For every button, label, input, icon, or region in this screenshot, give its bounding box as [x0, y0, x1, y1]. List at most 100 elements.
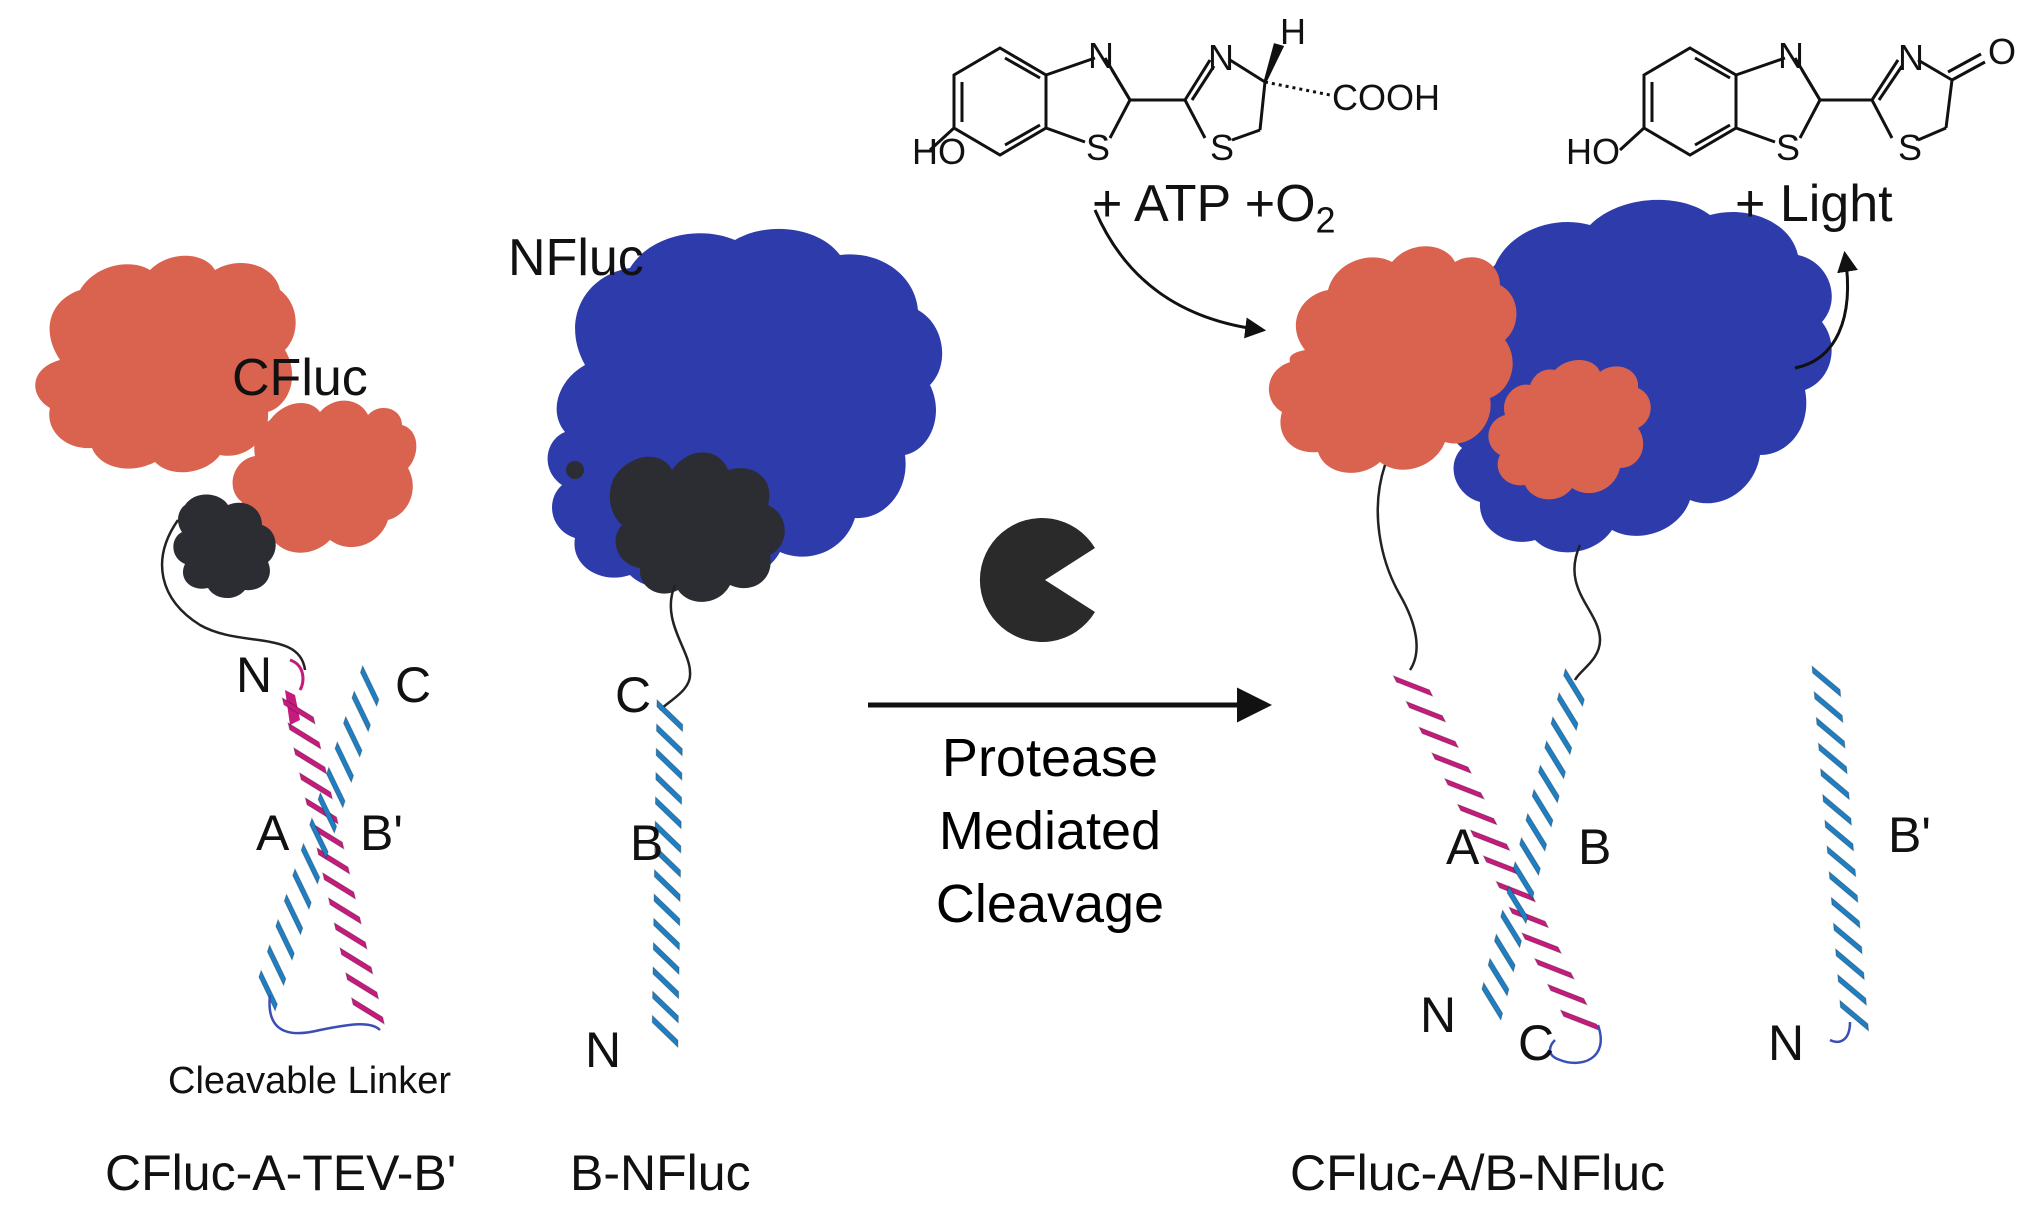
caption-middle: B-NFluc	[570, 1145, 751, 1201]
helix-b-right-turn	[1525, 812, 1548, 853]
cleavage-arrow-text: Protease Mediated Cleavage	[900, 722, 1200, 941]
helix-b-right-turn	[1506, 884, 1529, 925]
right-helix-b-label: B	[1578, 819, 1612, 875]
substrate-arrow	[1093, 209, 1267, 339]
helix-a-left-turn	[327, 896, 362, 925]
free-helix-bprime-label: B'	[1888, 807, 1931, 863]
helix-bprime-free-turn	[1832, 922, 1863, 955]
helix-a-right-turn	[1443, 777, 1486, 800]
helix-bprime-free-turn	[1822, 793, 1852, 827]
helix-b-right-turn	[1563, 667, 1585, 708]
helix-a-left-turn	[281, 696, 316, 725]
substrate-s1: S	[1086, 127, 1111, 168]
helix-a-left-turn	[287, 721, 322, 750]
product-o: O	[1988, 31, 2017, 72]
helix-bprime-left-turn	[292, 867, 312, 911]
helix-b-middle-turn	[653, 868, 681, 903]
helix-b-middle-turn	[655, 747, 683, 782]
helix-bprime-left-turn	[309, 816, 329, 860]
helix-b-middle-turn	[652, 941, 680, 976]
arrow-line-1: Protease	[941, 728, 1159, 788]
helix-b-middle-turn	[653, 917, 680, 952]
helix-bprime-left-turn	[359, 664, 380, 708]
helix-b-middle-turn	[654, 844, 682, 879]
product-n1: N	[1778, 35, 1804, 76]
helix-bprime-left	[258, 664, 380, 1013]
helix-a-left-turn	[339, 946, 374, 975]
helix-a-right-turn	[1430, 752, 1473, 775]
helix-a-right-turn	[1456, 803, 1498, 826]
helix-bprime-left-turn	[351, 689, 371, 733]
helix-bprime-free	[1811, 664, 1870, 1033]
helix-b-right-turn	[1556, 691, 1579, 732]
helix-a-left-turn	[316, 846, 351, 875]
substrate-s2: S	[1210, 127, 1235, 168]
left-n-terminus-label: N	[236, 647, 273, 703]
oxyluciferin-structure-icon	[1618, 46, 1986, 157]
middle-helix-b-label: B	[630, 815, 664, 871]
helix-b-middle	[651, 698, 684, 1049]
cfluc-right-protein	[1268, 246, 1651, 500]
helix-b-middle-turn	[654, 820, 682, 855]
left-helix-a-label: A	[256, 805, 290, 861]
right-n-terminus-label: N	[1420, 987, 1457, 1043]
helix-bprime-free-turn	[1817, 742, 1848, 775]
helix-b-right-turn	[1519, 836, 1541, 877]
luciferin-structure-icon	[928, 43, 1331, 157]
helix-a-right-turn	[1392, 674, 1434, 698]
product-s2: S	[1898, 127, 1923, 168]
pac-man-protease-icon	[979, 518, 1095, 643]
helix-bprime-left-turn	[258, 969, 278, 1013]
helix-bprime-free-turn	[1839, 999, 1870, 1033]
helix-b-middle-turn	[656, 722, 683, 757]
helix-b-right-turn	[1493, 933, 1516, 974]
helix-b-middle-turn	[652, 990, 679, 1025]
helix-bprime-free-turn	[1811, 664, 1842, 698]
product-s1: S	[1776, 127, 1801, 168]
cleavable-linker-label: Cleavable Linker	[168, 1060, 452, 1102]
helix-a-right-turn	[1559, 1009, 1601, 1032]
cfluc-label: CFluc	[232, 349, 368, 407]
helix-b-right-turn	[1550, 715, 1573, 756]
products-label: + Light	[1735, 175, 1893, 233]
helix-a-right-turn	[1546, 983, 1588, 1006]
nfluc-label: NFluc	[508, 229, 644, 287]
helix-bprime-free-turn	[1824, 819, 1855, 853]
caption-right: CFluc-A/B-NFluc	[1290, 1145, 1666, 1201]
helix-bprime-left-turn	[300, 842, 321, 886]
loop-right-c	[1548, 1024, 1602, 1065]
helix-bprime-free-turn	[1828, 870, 1859, 904]
cleavable-linker-loop	[268, 994, 381, 1035]
helix-bprime-left-turn	[334, 740, 355, 784]
helix-bprime-left-turn	[266, 943, 287, 987]
product-n2: N	[1898, 37, 1924, 78]
helix-b-middle-turn	[656, 698, 684, 733]
helix-bprime-free-turn	[1815, 716, 1846, 750]
helix-b-right-turn	[1512, 860, 1535, 901]
helix-bprime-free-turn	[1835, 947, 1865, 981]
left-c-terminus-label: C	[395, 657, 432, 713]
helix-a-right-turn	[1418, 726, 1460, 749]
linker-right-2	[1573, 544, 1602, 681]
cfluc-left-protein	[35, 255, 417, 599]
reagents-label: + ATP +O2	[1092, 178, 1336, 238]
coiled-coil-helices	[258, 664, 1870, 1049]
linker-right-1	[1376, 464, 1418, 671]
linker-left	[160, 519, 307, 671]
helix-b-middle-turn	[652, 965, 680, 1000]
substrate-ho: HO	[912, 131, 966, 172]
helix-b-right-turn	[1537, 764, 1560, 805]
linker-left-mag	[289, 658, 305, 691]
helix-b-middle-turn	[654, 795, 682, 830]
arrow-line-2: Mediated	[938, 800, 1162, 861]
helix-a-left-turn	[321, 871, 357, 900]
middle-c-terminus-label: C	[615, 667, 652, 723]
nfluc-middle-protein	[547, 228, 943, 602]
loop-free-n	[1829, 1021, 1852, 1044]
helix-b-right-turn	[1481, 981, 1504, 1022]
helix-a-left	[281, 696, 385, 1025]
helix-a-right-turn	[1405, 700, 1447, 723]
helix-b-right-turn	[1531, 788, 1554, 829]
